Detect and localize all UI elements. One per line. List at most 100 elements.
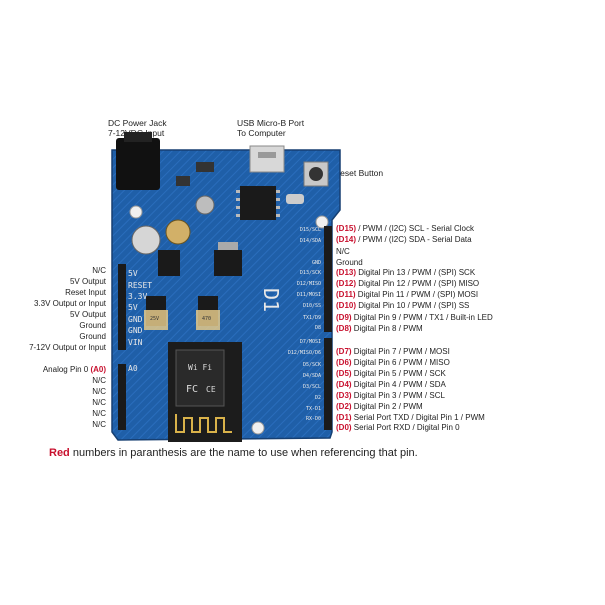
right-pin-label-code: (D4) [336,380,352,389]
right-silk-label: D8 [315,325,321,331]
right-pin-label-code: (D6) [336,358,352,367]
mount-hole-3 [251,421,265,435]
right-silk-label: D10/SS [303,303,321,309]
right-pin-label-text: Digital Pin 12 / PWM / (SPI) MISO [356,279,480,288]
right-pin-label: (D3) Digital Pin 3 / PWM / SCL [336,391,445,400]
right-silk-label: D5/SCK [303,362,321,368]
right-header-upper [324,226,332,332]
right-silk-label: D11/MOSI [297,292,321,298]
footnote: Red numbers in paranthesis are the name … [49,447,418,459]
left-pin-label-text: 5V Output [69,277,106,286]
right-pin-label: (D7) Digital Pin 7 / PWM / MOSI [336,347,450,356]
right-pin-label: (D9) Digital Pin 9 / PWM / TX1 / Built-i… [336,313,493,322]
right-header-lower [324,338,332,430]
right-pin-label-text: Digital Pin 5 / PWM / SCK [351,369,446,378]
right-pin-label-text: Digital Pin 4 / PWM / SDA [351,380,446,389]
left-pin-label-text: N/C [92,387,106,396]
right-pin-label-code: (D10) [336,301,357,310]
left-silk-label: 5V [128,303,138,312]
right-pin-label: (D0) Serial Port RXD / Digital Pin 0 [336,423,460,432]
right-silk-label: RX-D0 [306,416,321,422]
right-silk-label: D15/SCL [300,227,321,233]
dc-jack-label-line1: DC Power Jack [108,118,167,128]
cap-label-1: 25V [150,316,159,322]
right-silk-label: GND [312,260,321,266]
right-pin-label-text: Digital Pin 6 / PWM / MISO [351,358,450,367]
right-pin-label: Ground [336,258,363,267]
crystal [286,194,304,204]
left-pin-label: Ground [79,321,106,330]
right-pin-label-text: Digital Pin 10 / PWM / (SPI) SS [356,301,470,310]
right-pin-label-code: (D3) [336,391,352,400]
cap-label-2: 470 [202,316,211,322]
left-pin-label-text: Ground [79,332,106,341]
left-pin-label-text: N/C [92,376,106,385]
left-pin-label-code: (A0) [90,365,106,374]
right-pin-label: (D11) Digital Pin 11 / PWM / (SPI) MOSI [336,290,478,299]
capacitor-3 [165,219,191,245]
right-pin-label-code: (D12) [336,279,357,288]
left-silk-label: GND [128,326,143,335]
left-pin-label: N/C [92,387,106,396]
right-pin-label-code: (D8) [336,324,352,333]
right-pin-label: (D1) Serial Port TXD / Digital Pin 1 / P… [336,413,485,422]
left-pin-label: Ground [79,332,106,341]
right-pin-label-code: (D0) [336,423,352,432]
right-pin-label-code: (D14) [336,235,357,244]
right-pin-label-text: Ground [336,258,363,267]
right-pin-label-text: / PWM / (I2C) SDA - Serial Data [356,235,472,244]
reset-button-label: Reset Button [334,168,384,178]
left-pin-label: N/C [92,376,106,385]
mount-hole-2 [315,215,329,229]
left-pin-label: Reset Input [65,288,106,297]
right-pin-label-text: Digital Pin 2 / PWM [351,402,423,411]
right-silk-label: D14/SDA [300,238,321,244]
right-pin-label-code: (D15) [336,224,357,233]
right-pin-label: (D14) / PWM / (I2C) SDA - Serial Data [336,235,472,244]
usb-port [249,145,285,173]
left-pin-label-text: 5V Output [69,310,106,319]
right-pin-label: (D2) Digital Pin 2 / PWM [336,402,423,411]
right-pin-label-text: Digital Pin 8 / PWM [351,324,423,333]
left-silk-label: VIN [128,338,143,347]
left-pin-label: N/C [92,409,106,418]
left-pin-label-text: Reset Input [65,288,106,297]
right-silk-label: TX1/D9 [303,315,321,321]
right-pin-label-code: (D13) [336,268,357,277]
left-pin-label-text: Analog Pin 0 [42,365,91,374]
board-logo: D1 [259,288,283,312]
left-pin-label-text: N/C [92,420,106,429]
right-pin-label: (D4) Digital Pin 4 / PWM / SDA [336,380,446,389]
left-silk-label: GND [128,315,143,324]
usb-serial-chip [240,186,276,220]
right-silk-label: D3/SCL [303,384,321,390]
dc-jack [116,138,160,190]
left-pin-label: 5V Output [70,277,106,286]
right-pin-label-text: Digital Pin 7 / PWM / MOSI [351,347,450,356]
left-silk-label: RESET [128,281,152,290]
esp-antenna [175,414,232,433]
footnote-text: numbers in paranthesis are the name to u… [69,447,418,459]
left-pin-label: N/C [92,398,106,407]
left-pin-label-text: Ground [79,321,106,330]
left-pin-label: N/C [92,420,106,429]
capacitor-2 [131,225,161,255]
right-pin-label: (D8) Digital Pin 8 / PWM [336,324,423,333]
left-pin-label-text: 3.3V Output or Input [33,299,106,308]
mount-hole-1 [129,205,143,219]
usb-port-label-line1: USB Micro-B Port [237,118,305,128]
capacitor-1 [195,195,215,215]
right-pin-label: (D5) Digital Pin 5 / PWM / SCK [336,369,446,378]
right-silk-label: D12/MISO/D6 [288,350,321,356]
left-pin-label: 7-12V Output or Input [29,343,106,352]
left-pin-label-text: N/C [92,409,106,418]
right-pin-label-code: (D7) [336,347,352,356]
right-pin-label: N/C [336,247,350,256]
left-pin-label-text: 7-12V Output or Input [29,343,106,352]
left-silk-label: 5V [128,269,138,278]
right-pin-label: (D6) Digital Pin 6 / PWM / MISO [336,358,450,367]
right-pin-label-text: Serial Port TXD / Digital Pin 1 / PWM [351,413,485,422]
usb-port-label-line2: To Computer [237,128,286,138]
usb-port-label: USB Micro-B Port To Computer [237,118,304,138]
right-pin-label-text: / PWM / (I2C) SCL - Serial Clock [356,224,474,233]
